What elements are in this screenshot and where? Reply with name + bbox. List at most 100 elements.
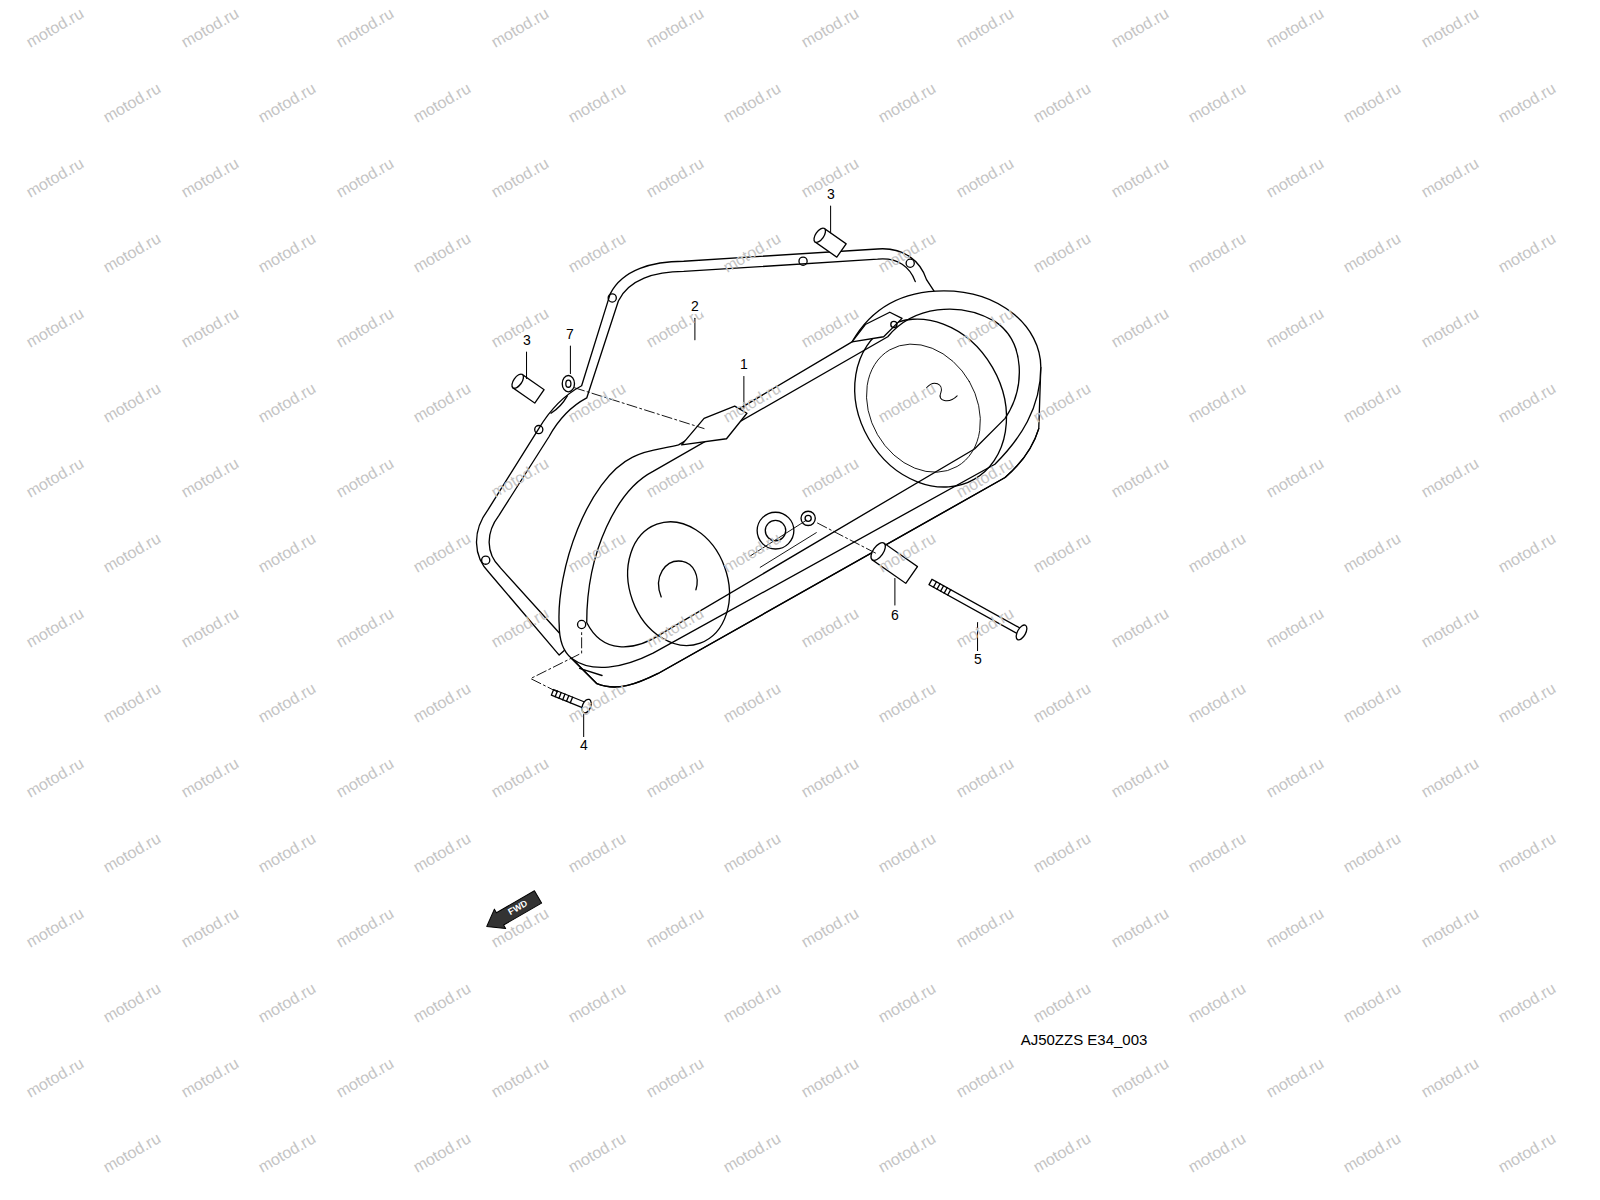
callout-number: 3 (521, 332, 533, 348)
watermark: motod.ru (1264, 305, 1327, 350)
watermark: motod.ru (876, 1130, 939, 1175)
watermark: motod.ru (256, 530, 319, 575)
watermark: motod.ru (411, 530, 474, 575)
watermark: motod.ru (799, 1055, 862, 1100)
watermark: motod.ru (876, 830, 939, 875)
watermark: motod.ru (1109, 455, 1172, 500)
watermark: motod.ru (721, 530, 784, 575)
watermark: motod.ru (1109, 605, 1172, 650)
watermark: motod.ru (876, 80, 939, 125)
watermark: motod.ru (411, 80, 474, 125)
watermark: motod.ru (179, 5, 242, 50)
leader-line (527, 206, 978, 737)
watermark: motod.ru (1109, 755, 1172, 800)
watermark: motod.ru (101, 980, 164, 1025)
watermark: motod.ru (644, 455, 707, 500)
watermark: motod.ru (1186, 380, 1249, 425)
watermark: motod.ru (1031, 1130, 1094, 1175)
watermark: motod.ru (954, 755, 1017, 800)
watermark: motod.ru (1186, 1130, 1249, 1175)
watermark: motod.ru (954, 455, 1017, 500)
watermark: motod.ru (954, 605, 1017, 650)
watermark: motod.ru (1109, 305, 1172, 350)
watermark: motod.ru (411, 680, 474, 725)
watermark: motod.ru (954, 1055, 1017, 1100)
watermark: motod.ru (644, 5, 707, 50)
watermark: motod.ru (489, 155, 552, 200)
watermark: motod.ru (1031, 830, 1094, 875)
watermark: motod.ru (1419, 605, 1482, 650)
watermark: motod.ru (1341, 980, 1404, 1025)
watermark: motod.ru (256, 80, 319, 125)
watermark: motod.ru (489, 1055, 552, 1100)
watermark: motod.ru (876, 680, 939, 725)
watermark: motod.ru (24, 905, 87, 950)
watermark: motod.ru (411, 830, 474, 875)
watermark: motod.ru (179, 155, 242, 200)
watermark: motod.ru (1419, 905, 1482, 950)
watermark: motod.ru (334, 1055, 397, 1100)
watermark: motod.ru (1419, 305, 1482, 350)
watermark: motod.ru (411, 380, 474, 425)
watermark: motod.ru (1109, 5, 1172, 50)
watermark: motod.ru (334, 905, 397, 950)
watermark: motod.ru (1496, 380, 1559, 425)
watermark: motod.ru (101, 380, 164, 425)
watermark: motod.ru (1341, 230, 1404, 275)
callout-number: 1 (738, 356, 750, 372)
watermark: motod.ru (1496, 230, 1559, 275)
watermark: motod.ru (101, 1130, 164, 1175)
washer (562, 376, 574, 392)
watermark: motod.ru (799, 305, 862, 350)
watermark: motod.ru (1264, 905, 1327, 950)
watermark: motod.ru (24, 605, 87, 650)
watermark: motod.ru (721, 830, 784, 875)
watermark: motod.ru (644, 755, 707, 800)
watermark: motod.ru (489, 605, 552, 650)
watermark: motod.ru (24, 755, 87, 800)
watermark: motod.ru (179, 305, 242, 350)
watermark: motod.ru (1264, 155, 1327, 200)
watermark: motod.ru (1031, 380, 1094, 425)
watermark: motod.ru (566, 80, 629, 125)
watermark: motod.ru (876, 380, 939, 425)
watermark: motod.ru (1341, 380, 1404, 425)
watermark: motod.ru (721, 80, 784, 125)
watermark: motod.ru (334, 155, 397, 200)
watermark: motod.ru (799, 605, 862, 650)
callout-number: 5 (972, 651, 984, 667)
watermark: motod.ru (101, 680, 164, 725)
watermark: motod.ru (1496, 530, 1559, 575)
watermark: motod.ru (334, 455, 397, 500)
watermark: motod.ru (101, 230, 164, 275)
watermark: motod.ru (179, 605, 242, 650)
watermark: motod.ru (411, 1130, 474, 1175)
watermark: motod.ru (1109, 1055, 1172, 1100)
watermark: motod.ru (1496, 680, 1559, 725)
watermark: motod.ru (1186, 80, 1249, 125)
watermark: motod.ru (721, 1130, 784, 1175)
watermark: motod.ru (1031, 80, 1094, 125)
watermark: motod.ru (1109, 905, 1172, 950)
watermark: motod.ru (256, 980, 319, 1025)
watermark: motod.ru (411, 980, 474, 1025)
watermark: motod.ru (1419, 1055, 1482, 1100)
watermark: motod.ru (1419, 455, 1482, 500)
callout-number: 2 (689, 298, 701, 314)
watermark: motod.ru (334, 305, 397, 350)
watermark: motod.ru (799, 905, 862, 950)
watermark: motod.ru (179, 455, 242, 500)
watermark: motod.ru (1264, 1055, 1327, 1100)
watermark: motod.ru (489, 305, 552, 350)
watermark: motod.ru (489, 905, 552, 950)
watermark: motod.ru (1496, 980, 1559, 1025)
watermark: motod.ru (24, 305, 87, 350)
watermark: motod.ru (1496, 80, 1559, 125)
watermark: motod.ru (1186, 530, 1249, 575)
watermark: motod.ru (566, 680, 629, 725)
callout-number: 6 (889, 607, 901, 623)
watermark: motod.ru (334, 5, 397, 50)
watermark: motod.ru (24, 1055, 87, 1100)
watermark: motod.ru (876, 230, 939, 275)
clutch-cover (559, 291, 1041, 687)
